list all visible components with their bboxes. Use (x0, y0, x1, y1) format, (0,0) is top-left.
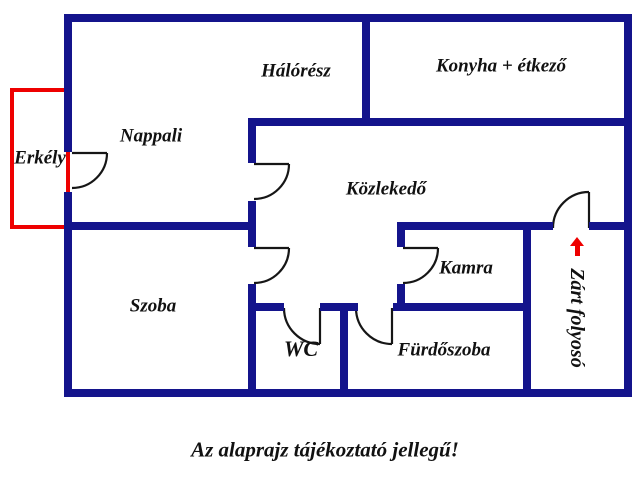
wall-kamra-left-b (397, 284, 405, 311)
room-label-nappali: Nappali (119, 125, 183, 147)
room-label-wc: WC (283, 336, 319, 361)
room-label-konyha: Konyha + étkező (435, 55, 567, 77)
door-arc (253, 163, 291, 201)
wall-konyha-divider (362, 14, 370, 126)
arrow-stem (575, 245, 580, 256)
room-label-haloresz: Hálórész (261, 60, 331, 82)
wall-outer-right (624, 14, 632, 397)
door-arc (71, 152, 109, 190)
wall-outer-bottom (64, 389, 632, 397)
corridor-entrance-door (551, 190, 591, 229)
balcony-door (71, 151, 109, 190)
room-label-kamra: Kamra (439, 257, 493, 279)
wall-mid-horizontal (248, 118, 632, 126)
entrance-arrow-icon (570, 237, 585, 256)
wall-outer-left-lower (64, 192, 72, 397)
wc-door (282, 307, 322, 346)
kamra-door (402, 246, 440, 285)
wall-corridor-top (589, 222, 632, 230)
wall-bath-top-b (320, 303, 358, 311)
nappali-door (253, 162, 291, 201)
wall-outer-left-upper (64, 14, 72, 152)
disclaimer-caption: Az alaprajz tájékoztató jellegű! (191, 437, 459, 462)
szoba-door (253, 246, 291, 285)
wall-kamra-top (397, 222, 553, 230)
room-label-szoba: Szoba (129, 295, 177, 317)
wall-hall-left-a (248, 126, 256, 163)
wall-bath-top-c (393, 303, 531, 311)
door-arc (402, 247, 440, 285)
wall-kamra-left-a (397, 230, 405, 247)
room-label-furdoszoba: Fürdőszoba (397, 339, 491, 361)
arrow-head (570, 237, 584, 246)
door-arc (282, 307, 321, 346)
furdoszoba-door (354, 307, 394, 346)
door-arc (551, 190, 590, 229)
door-arc (253, 247, 291, 285)
room-label-erkely: Erkély (14, 147, 66, 169)
room-label-kozlekedo: Közlekedő (345, 178, 427, 200)
wall-bath-top-a (248, 303, 284, 311)
door-arc (354, 307, 393, 346)
room-label-zart-folyoso: Zárt folyosó (566, 268, 588, 368)
wall-wc-divider (340, 303, 348, 397)
balcony-outline (10, 88, 70, 229)
wall-nappali-bottom (64, 222, 256, 230)
wall-outer-top (64, 14, 632, 22)
wall-hall-left-c (248, 284, 256, 397)
